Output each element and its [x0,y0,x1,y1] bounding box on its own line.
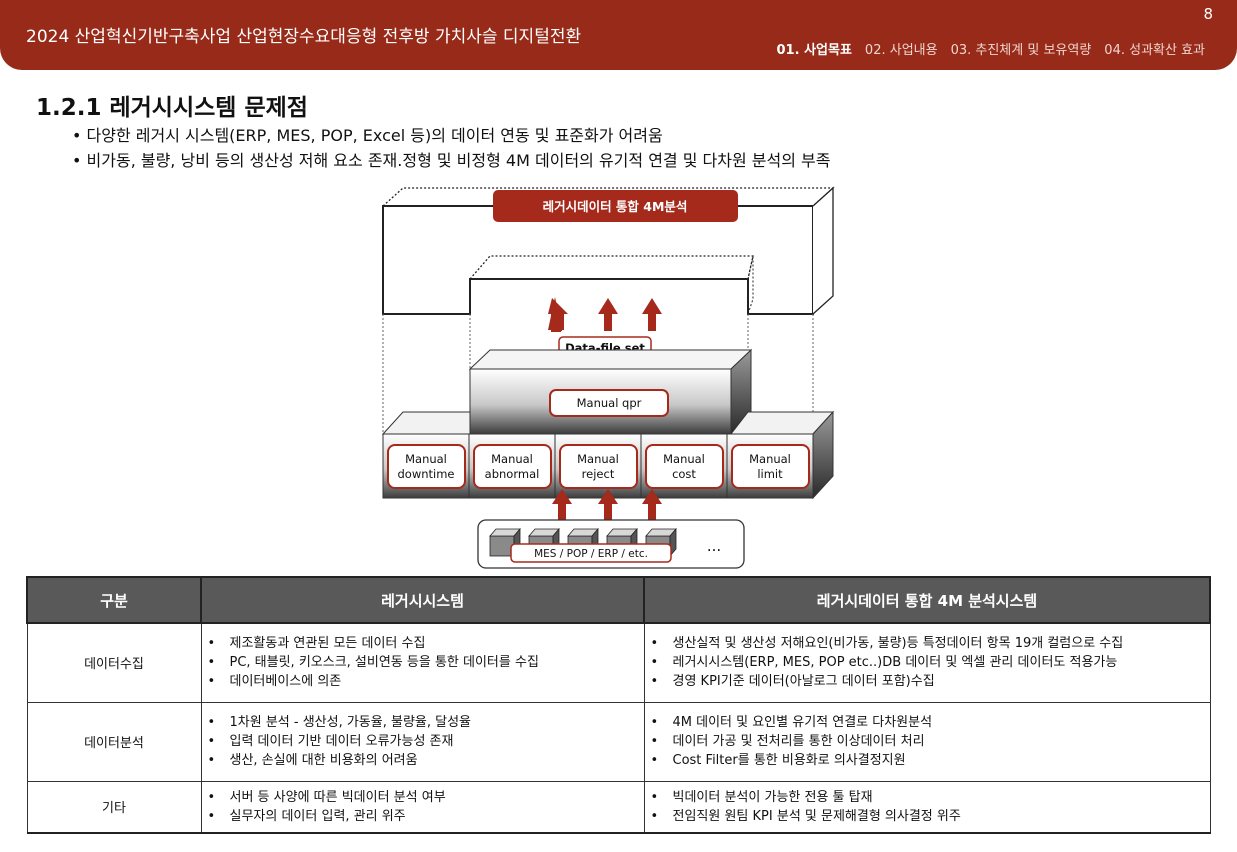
legacy-cell: 서버 등 사양에 따른 빅데이터 분석 여부 실무자의 데이터 입력, 관리 위… [200,780,645,834]
banner-label: 레거시데이터 통합 4M분석 [543,199,688,214]
list-item: 서버 등 사양에 따른 빅데이터 분석 여부 [202,788,644,807]
integrated-cell: 생산실적 및 생산성 저해요인(비가동, 불량)등 특정데이터 항목 19개 컬… [643,622,1211,703]
list-item: 빅데이터 분석이 가능한 전용 툴 탑재 [645,788,1210,807]
page-number: 8 [1203,5,1213,23]
problem-bullets: 다양한 레거시 시스템(ERP, MES, POP, Excel 등)의 데이터… [72,123,831,173]
header-bar: 2024 산업혁신기반구축사업 산업현장수요대응형 전후방 가치사슬 디지털전환… [0,0,1237,70]
more-ellipsis: ... [707,537,721,555]
legacy-cell: 1차원 분석 - 생산성, 가동율, 불량율, 달성율 입력 데이터 기반 데이… [200,701,645,782]
section-nav: 01. 사업목표 02. 사업내용 03. 추진체계 및 보유역량 04. 성과… [777,39,1205,58]
table-row: 기타 서버 등 사양에 따른 빅데이터 분석 여부 실무자의 데이터 입력, 관… [26,780,1211,834]
box-abnormal-line1: Manual [491,452,533,466]
header-category: 구분 [26,576,202,624]
list-item: 1차원 분석 - 생산성, 가동율, 불량율, 달성율 [202,713,644,732]
box-reject-line2: reject [582,467,615,481]
list-item: 전임직원 원팀 KPI 분석 및 문제해결형 의사결정 위주 [645,807,1210,826]
legacy-system-diagram: 레거시데이터 통합 4M분석 Data-file set Manual qpr … [381,186,835,569]
nav-item-effect[interactable]: 04. 성과확산 효과 [1104,43,1205,58]
table-row: 데이터수집 제조활동과 연관된 모든 데이터 수집 PC, 태블릿, 키오스크,… [26,622,1211,703]
list-item: 실무자의 데이터 입력, 관리 위주 [202,807,644,826]
box-downtime-line2: downtime [397,467,454,481]
nav-item-content[interactable]: 02. 사업내용 [864,43,938,58]
box-cost-line2: cost [672,467,696,481]
header-integrated: 레거시데이터 통합 4M 분석시스템 [643,576,1211,624]
box-downtime-line1: Manual [405,452,447,466]
table-header-row: 구분 레거시시스템 레거시데이터 통합 4M 분석시스템 [26,576,1211,624]
box-abnormal-line2: abnormal [485,467,540,481]
bullet-item: 비가동, 불량, 낭비 등의 생산성 저해 요소 존재.정형 및 비정형 4M … [72,148,831,173]
row-category: 기타 [26,780,202,834]
row-category: 데이터분석 [26,701,202,782]
manual-qpr-label: Manual qpr [577,396,642,410]
integrated-cell: 4M 데이터 및 요인별 유기적 연결로 다차원분석 데이터 가공 및 전처리를… [643,701,1211,782]
legacy-cell: 제조활동과 연관된 모든 데이터 수집 PC, 태블릿, 키오스크, 설비연동 … [200,622,645,703]
manual-boxes [387,444,810,489]
list-item: 생산실적 및 생산성 저해요인(비가동, 불량)등 특정데이터 항목 19개 컬… [645,634,1210,653]
nav-item-goal[interactable]: 01. 사업목표 [776,43,852,58]
list-item: 생산, 손실에 대한 비용화의 어려움 [202,751,644,770]
integrated-cell: 빅데이터 분석이 가능한 전용 툴 탑재 전임직원 원팀 KPI 분석 및 문제… [643,780,1211,834]
box-reject-line1: Manual [577,452,619,466]
header-legacy: 레거시시스템 [200,576,645,624]
list-item: 경영 KPI기준 데이터(아날로그 데이터 포함)수집 [645,672,1210,691]
list-item: 레거시시스템(ERP, MES, POP etc..)DB 데이터 및 엑셀 관… [645,653,1210,672]
nav-item-structure[interactable]: 03. 추진체계 및 보유역량 [950,43,1092,58]
section-title: 1.2.1 레거시시스템 문제점 [36,95,308,121]
table-row: 데이터분석 1차원 분석 - 생산성, 가동율, 불량율, 달성율 입력 데이터… [26,701,1211,782]
box-cost-line1: Manual [663,452,705,466]
list-item: 4M 데이터 및 요인별 유기적 연결로 다차원분석 [645,713,1210,732]
bullet-item: 다양한 레거시 시스템(ERP, MES, POP, Excel 등)의 데이터… [72,123,830,148]
list-item: PC, 태블릿, 키오스크, 설비연동 등을 통한 데이터를 수집 [202,653,644,672]
list-item: 입력 데이터 기반 데이터 오류가능성 존재 [202,732,644,751]
comparison-table: 구분 레거시시스템 레거시데이터 통합 4M 분석시스템 데이터수집 제조활동과… [26,576,1211,834]
box-limit-line1: Manual [749,452,791,466]
list-item: 데이터 가공 및 전처리를 통한 이상데이터 처리 [645,732,1210,751]
list-item: 데이터베이스에 의존 [202,672,644,691]
row-category: 데이터수집 [26,622,202,703]
box-limit-line2: limit [757,467,783,481]
list-item: Cost Filter를 통한 비용화로 의사결정지원 [645,751,1210,770]
upward-arrows-bottom [552,489,662,523]
integrated-analysis-banner [493,190,738,222]
list-item: 제조활동과 연관된 모든 데이터 수집 [202,634,644,653]
header-title: 2024 산업혁신기반구축사업 산업현장수요대응형 전후방 가치사슬 디지털전환 [26,27,582,47]
source-systems-label: MES / POP / ERP / etc. [534,548,648,560]
